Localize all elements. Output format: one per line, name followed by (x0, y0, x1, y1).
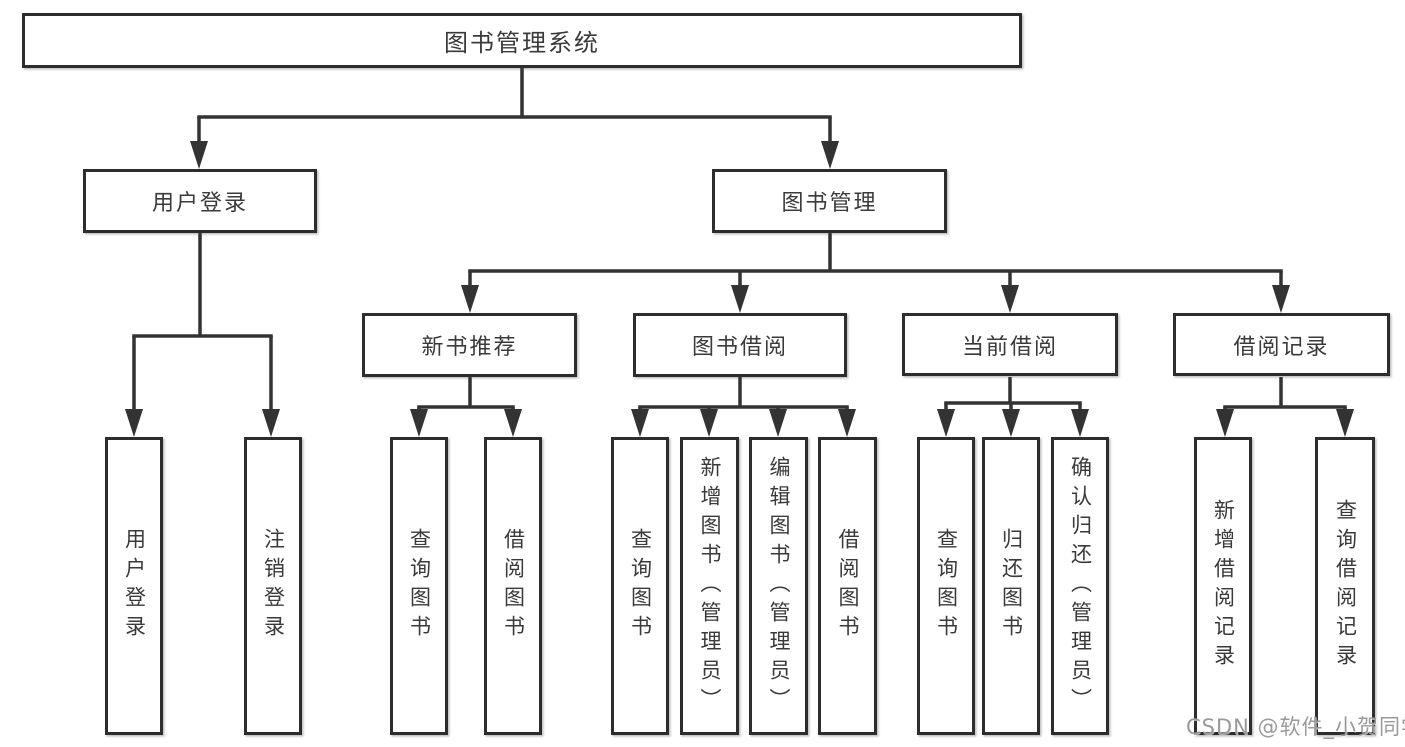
node-book-management: 图书管理 (712, 169, 947, 233)
node-label: 注销登录 (261, 528, 286, 644)
leaf-query-books-newbook: 查询图书 (390, 437, 448, 735)
node-label: 借阅图书 (501, 528, 526, 644)
leaf-edit-book-admin: 编辑图书（管理员） (749, 437, 808, 735)
node-label: 查询借阅记录 (1333, 499, 1358, 673)
node-library-management-system: 图书管理系统 (22, 13, 1022, 68)
node-label: 图书管理系统 (444, 29, 600, 57)
leaf-add-book-admin: 新增图书（管理员） (680, 437, 739, 735)
node-label: 图书管理 (781, 191, 878, 216)
leaf-query-books-borrow: 查询图书 (611, 437, 669, 735)
leaf-logout: 注销登录 (244, 437, 302, 735)
node-borrow-records: 借阅记录 (1173, 313, 1390, 376)
node-user-login: 用户登录 (83, 169, 317, 233)
node-label: 借阅记录 (1233, 334, 1330, 360)
leaf-borrow-books-newbook: 借阅图书 (484, 437, 542, 735)
node-label: 新增图书（管理员） (698, 455, 722, 717)
node-label: 确认归还（管理员） (1068, 455, 1093, 717)
node-current-borrow: 当前借阅 (902, 313, 1118, 376)
leaf-return-book: 归还图书 (982, 437, 1040, 735)
leaf-user-login: 用户登录 (105, 437, 163, 735)
node-label: 新书推荐 (421, 335, 518, 360)
node-label: 归还图书 (999, 528, 1024, 644)
node-label: 用户登录 (122, 528, 147, 644)
leaf-query-borrow-record: 查询借阅记录 (1315, 437, 1375, 735)
leaf-borrow-books-borrow: 借阅图书 (818, 437, 877, 735)
node-label: 查询图书 (407, 528, 432, 644)
node-label: 查询图书 (934, 528, 959, 644)
leaf-confirm-return-admin: 确认归还（管理员） (1051, 437, 1109, 735)
node-label: 用户登录 (151, 191, 248, 216)
csdn-watermark: CSDN @软件_小贺同学 (1186, 715, 1405, 739)
node-label: 图书借阅 (691, 335, 788, 360)
node-new-book-recommend: 新书推荐 (362, 313, 577, 377)
node-label: 查询图书 (628, 528, 653, 644)
node-label: 新增借阅记录 (1211, 499, 1236, 673)
node-label: 当前借阅 (961, 334, 1058, 360)
leaf-query-books-current: 查询图书 (917, 437, 975, 735)
node-book-borrow: 图书借阅 (633, 313, 847, 377)
node-label: 借阅图书 (836, 528, 860, 644)
node-label: 编辑图书（管理员） (767, 455, 791, 717)
leaf-add-borrow-record: 新增借阅记录 (1194, 437, 1252, 735)
